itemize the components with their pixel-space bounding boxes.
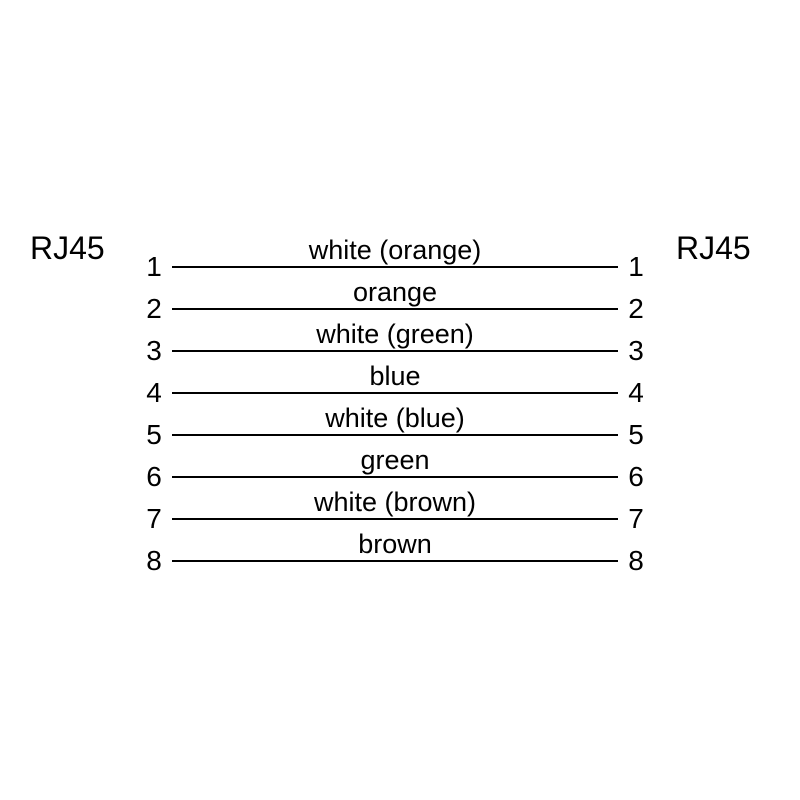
wire-row: 3 white (green) 3 (140, 310, 650, 365)
wire-row: 7 white (brown) 7 (140, 478, 650, 533)
left-connector-label: RJ45 (30, 230, 105, 266)
wire-color-label: orange (352, 277, 438, 307)
wire-line: orange (172, 279, 618, 310)
wire-color-label: brown (358, 529, 432, 559)
wire-line: brown (172, 531, 618, 562)
wire-color-label: white (brown) (313, 487, 477, 517)
wire-line: white (blue) (172, 405, 618, 436)
wire-row: 4 blue 4 (140, 352, 650, 407)
pin-number-right: 8 (628, 545, 644, 576)
pinout-table: 1 white (orange) 1 2 orange 2 3 white (g… (140, 226, 650, 575)
wire-color-label: green (360, 445, 430, 475)
pin-number-left: 2 (146, 293, 162, 324)
wire-color-label: white (orange) (308, 235, 482, 265)
wire-row: 2 orange 2 (140, 268, 650, 323)
pin-number-right: 2 (628, 293, 644, 324)
wire-color-label: white (green) (316, 319, 474, 349)
wire-line: white (green) (172, 321, 618, 352)
pin-number-left: 8 (146, 545, 162, 576)
wire-line: blue (172, 363, 618, 394)
wire-row: 5 white (blue) 5 (140, 394, 650, 449)
wire-row: 1 white (orange) 1 (140, 226, 650, 281)
pin-number-left: 6 (146, 461, 162, 492)
pin-number-left: 3 (146, 335, 162, 366)
wire-row: 6 green 6 (140, 436, 650, 491)
pin-number-right: 7 (628, 503, 644, 534)
pin-number-right: 4 (628, 377, 644, 408)
pin-number-left: 4 (146, 377, 162, 408)
pin-number-left: 5 (146, 419, 162, 450)
pin-number-right: 5 (628, 419, 644, 450)
wire-color-label: white (blue) (325, 403, 465, 433)
pin-number-right: 6 (628, 461, 644, 492)
pin-number-left: 1 (146, 251, 162, 282)
pin-number-right: 3 (628, 335, 644, 366)
wire-row: 8 brown 8 (140, 520, 650, 575)
wire-line: green (172, 447, 618, 478)
wire-line: white (brown) (172, 489, 618, 520)
wire-line: white (orange) (172, 237, 618, 268)
wire-color-label: blue (369, 361, 421, 391)
right-connector-label: RJ45 (676, 230, 751, 266)
pin-number-right: 1 (628, 251, 644, 282)
pin-number-left: 7 (146, 503, 162, 534)
